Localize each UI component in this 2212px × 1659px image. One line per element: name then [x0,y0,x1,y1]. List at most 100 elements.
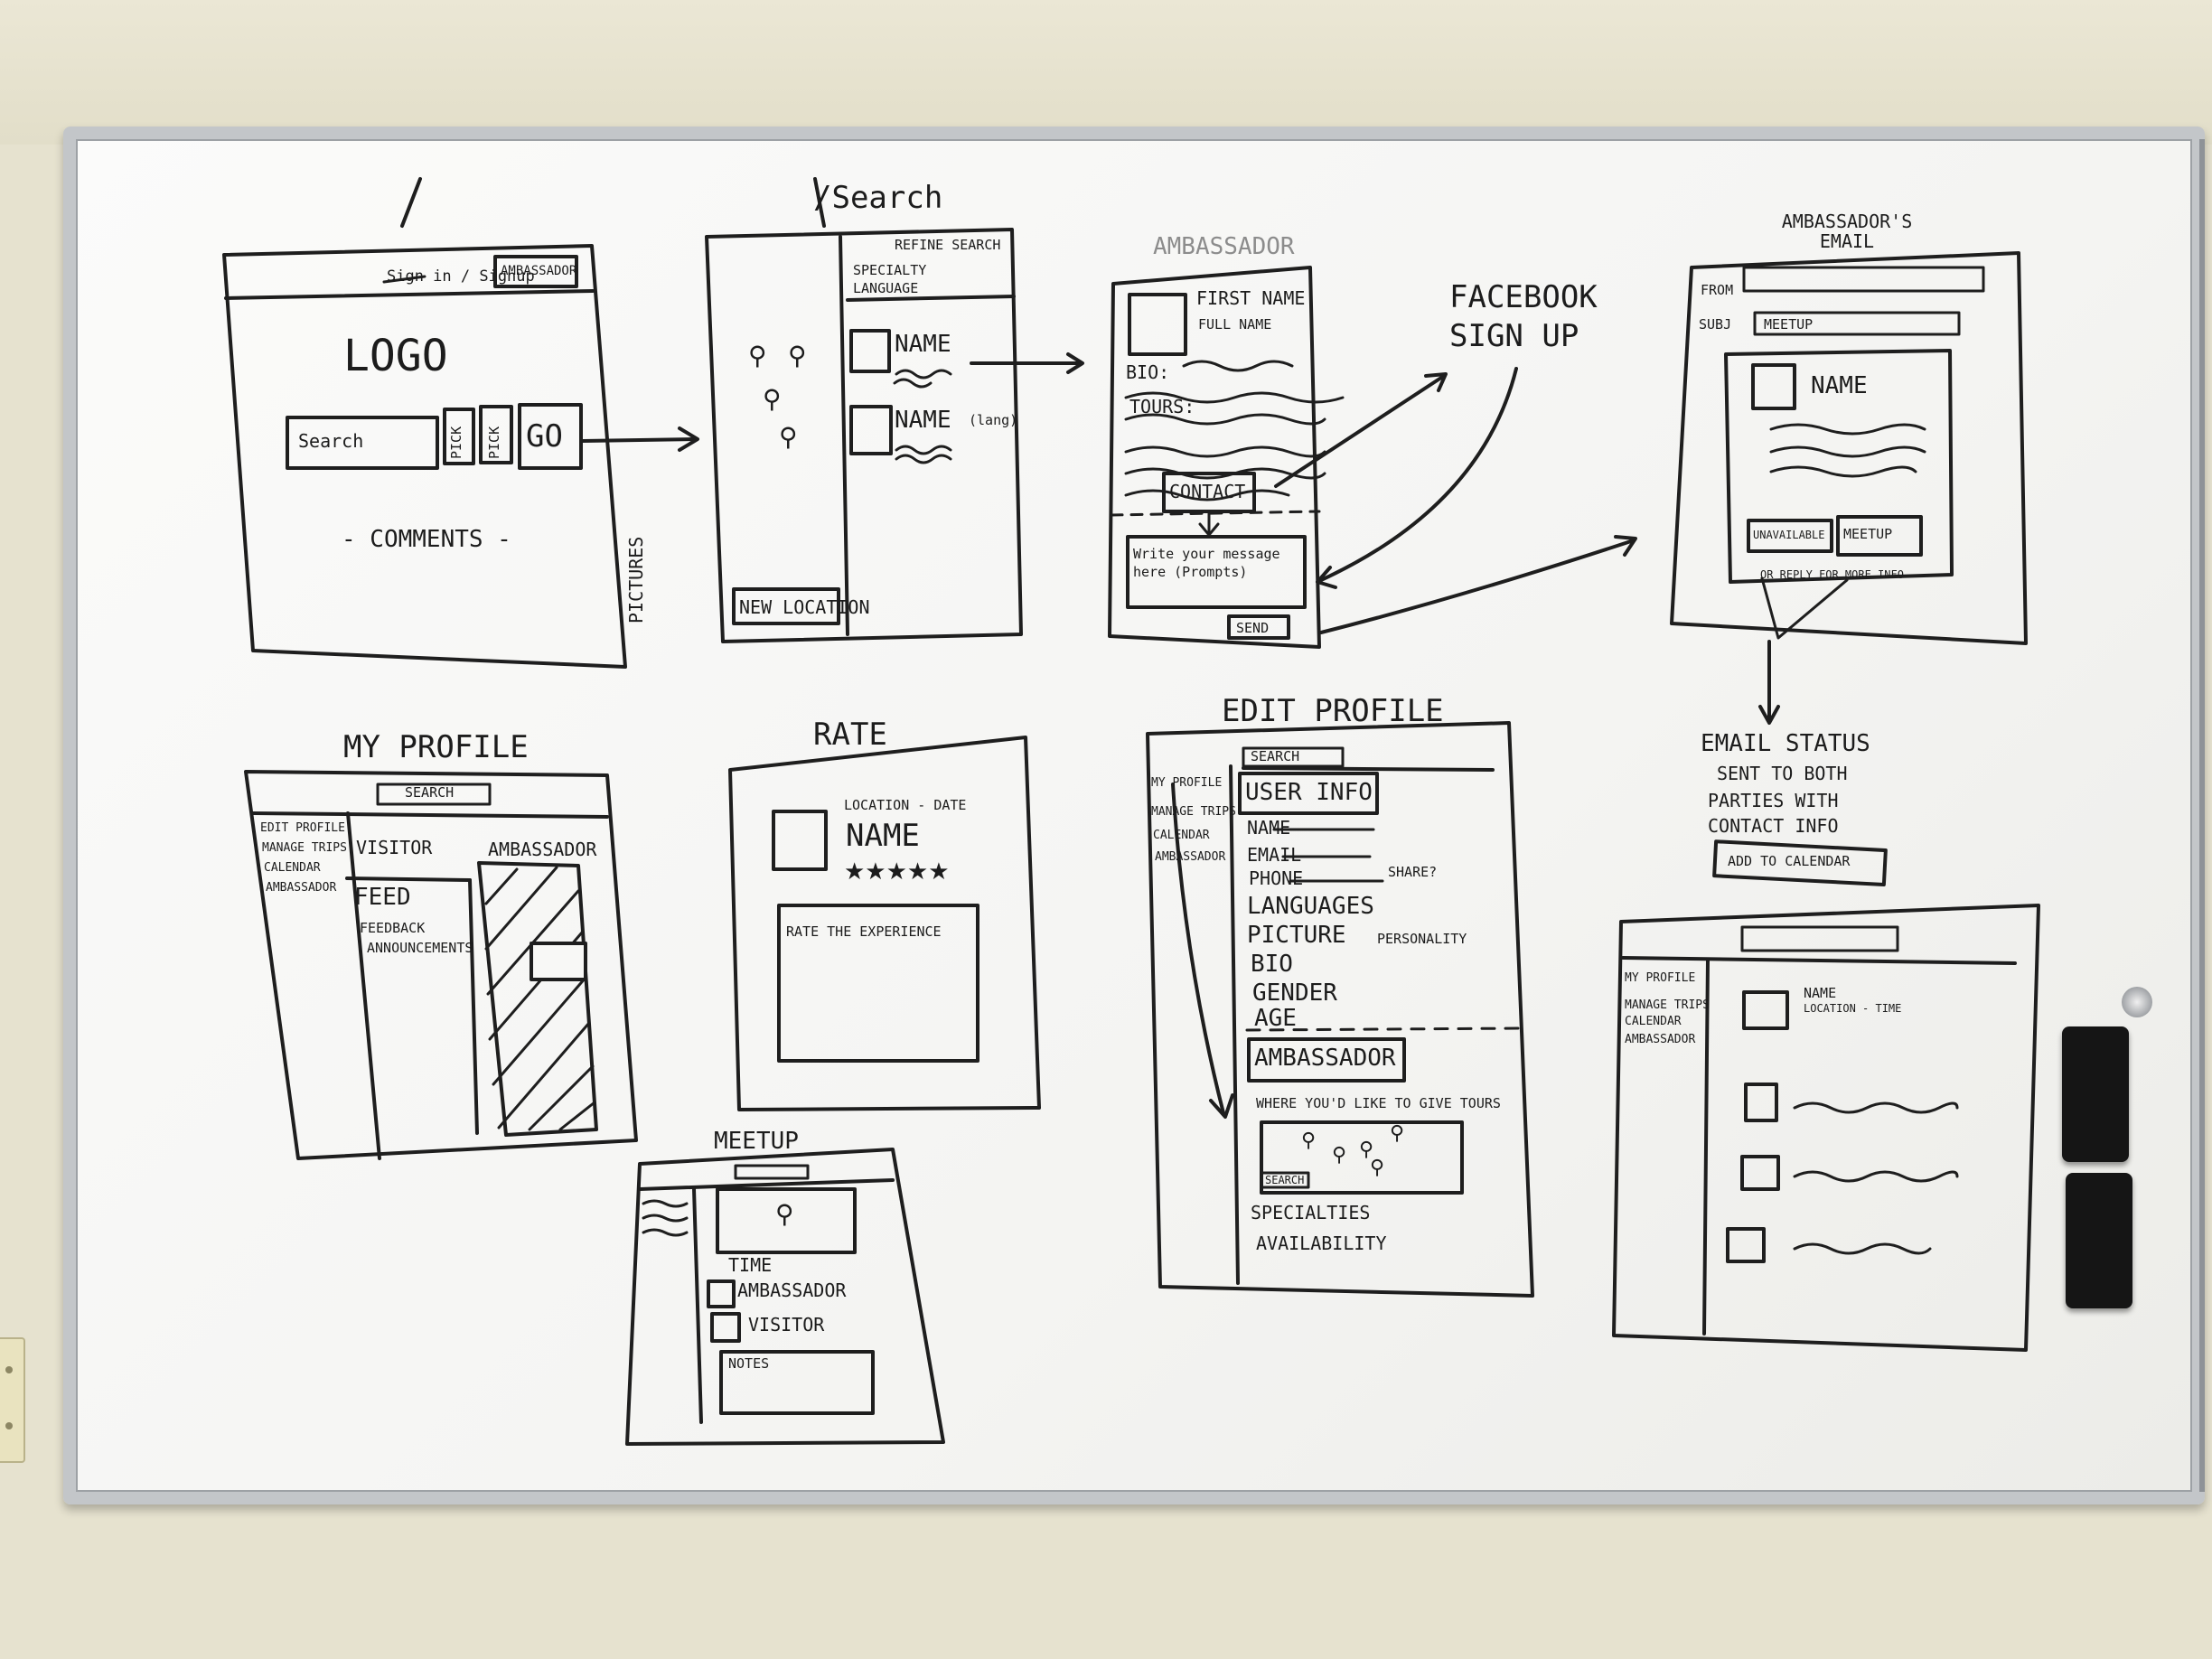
eraser-magnet-bottom [2066,1173,2132,1308]
trips-name: NAME [1804,985,1837,1001]
edit-profile-map-pin-icon: ⚲ [1390,1122,1405,1145]
search-map-pin-icon: ⚲ [763,384,782,414]
my-profile-title: MY PROFILE [343,729,529,765]
search-language-filter[interactable]: LANGUAGE [853,280,919,296]
edit-profile-personality[interactable]: PERSONALITY [1377,931,1467,947]
edit-profile-picture[interactable]: PICTURE [1247,922,1346,949]
edit-profile-gender[interactable]: GENDER [1252,979,1337,1007]
ambassador-send-button[interactable]: SEND [1236,620,1270,636]
add-to-calendar-button[interactable]: ADD TO CALENDAR [1728,853,1851,869]
ambassador-bio-label: BIO: [1126,361,1170,383]
my-profile-announcements: ANNOUNCEMENTS [367,940,473,956]
eraser-magnet-top [2062,1026,2129,1162]
meetup-map-pin-icon: ⚲ [775,1199,794,1229]
home-logo: LOGO [343,331,448,381]
my-profile-sidebar-edit[interactable]: EDIT PROFILE [260,821,345,835]
my-profile-wireframe-lines [244,770,638,1160]
edit-profile-wireframe-lines [1146,721,1534,1298]
ambassador-wireframe-lines [1108,266,1637,649]
edit-profile-map-pin-icon: ⚲ [1301,1129,1317,1152]
my-profile-feedback: FEEDBACK [360,920,426,936]
email-subject-value: MEETUP [1764,316,1814,333]
trips-location-time: LOCATION - TIME [1804,1002,1902,1015]
email-unavailable-button[interactable]: UNAVAILABLE [1753,529,1825,541]
rate-stars[interactable]: ★★★★★ [844,858,950,886]
home-search-input[interactable]: Search [298,430,364,452]
edit-profile-map-search[interactable]: SEARCH [1265,1174,1305,1186]
edit-profile-sidebar-ambassador[interactable]: AMBASSADOR [1155,850,1226,864]
my-profile-ambassador-tab[interactable]: AMBASSADOR [488,839,597,860]
edit-profile-bio[interactable]: BIO [1251,951,1293,978]
email-subject-label: SUBJ [1699,316,1732,333]
home-filter-one[interactable]: PICK [448,426,464,459]
search-map-pin-icon: ⚲ [748,341,767,370]
email-meetup-button[interactable]: MEETUP [1843,526,1893,542]
edit-profile-search[interactable]: SEARCH [1251,748,1300,764]
rate-name: NAME [846,818,920,854]
home-signin-link[interactable]: Sign in / Signup [387,267,535,286]
meetup-visitor-checkbox[interactable]: VISITOR [748,1314,825,1336]
search-new-location-button[interactable]: NEW LOCATION [739,596,870,618]
home-filter-two[interactable]: PICK [486,426,502,459]
rate-experience-label: RATE THE EXPERIENCE [786,923,942,940]
rate-wireframe-lines [728,736,1041,1111]
edit-profile-map-pin-icon: ⚲ [1332,1144,1347,1167]
home-ambassador-button[interactable]: AMBASSADOR [501,264,577,278]
my-profile-search[interactable]: SEARCH [405,784,455,801]
ambassador-tours-label: TOURS: [1129,396,1195,417]
my-profile-sidebar-calendar[interactable]: CALENDAR [264,861,321,875]
search-result-name-one[interactable]: NAME [895,331,951,358]
meetup-title: MEETUP [714,1128,799,1155]
trips-sidebar-ambassador[interactable]: AMBASSADOR [1625,1033,1696,1046]
rate-title: RATE [813,717,887,753]
edit-profile-sidebar-trips[interactable]: MANAGE TRIPS [1151,805,1236,819]
search-specialty-filter[interactable]: SPECIALTY [853,262,927,278]
email-status-line-one: EMAIL STATUS [1701,730,1870,757]
trips-sidebar-manage-trips[interactable]: MANAGE TRIPS [1625,998,1710,1012]
meetup-wireframe-lines [625,1148,945,1446]
edit-profile-sidebar-calendar[interactable]: CALENDAR [1153,829,1210,842]
trips-sidebar-calendar[interactable]: CALENDAR [1625,1015,1682,1028]
search-map-pin-icon: ⚲ [779,422,798,452]
my-profile-feed: FEED [354,884,411,911]
email-page-title: AMBASSADOR'S EMAIL [1781,211,1913,252]
ambassador-message-input[interactable]: Write your message here (Prompts) [1133,546,1280,580]
board-knob [2122,987,2152,1017]
edit-profile-map-pin-icon: ⚲ [1359,1139,1374,1161]
trips-wireframe-lines [1612,904,2040,1352]
edit-profile-name-field[interactable]: NAME [1247,817,1291,839]
facebook-signup: FACEBOOK SIGN UP [1449,279,1598,354]
meetup-ambassador-checkbox[interactable]: AMBASSADOR [737,1279,847,1301]
my-profile-visitor-tab[interactable]: VISITOR [356,837,433,858]
edit-profile-sidebar-my-profile[interactable]: MY PROFILE [1151,776,1223,790]
search-result-name-two[interactable]: NAME [895,407,951,434]
rate-location-date: LOCATION - DATE [844,797,967,813]
edit-profile-specialties[interactable]: SPECIALTIES [1251,1202,1371,1223]
edit-profile-age[interactable]: AGE [1254,1005,1297,1032]
email-reply-note: OR REPLY FOR MORE INFO [1760,568,1904,581]
email-status-line-four: CONTACT INFO [1708,815,1839,837]
home-comments: - COMMENTS - [342,526,511,553]
edit-profile-email-field[interactable]: EMAIL [1247,844,1302,866]
search-refine[interactable]: REFINE SEARCH [895,237,1001,253]
my-profile-sidebar-ambassador[interactable]: AMBASSADOR [266,881,337,895]
edit-profile-user-info: USER INFO [1245,779,1373,806]
edit-profile-languages[interactable]: LANGUAGES [1247,893,1374,920]
email-name: NAME [1811,372,1868,399]
edit-profile-availability[interactable]: AVAILABILITY [1256,1233,1387,1254]
edit-profile-share-checkbox[interactable]: SHARE? [1388,864,1438,880]
home-pictures: PICTURES [625,536,647,623]
ambassador-contact-button[interactable]: CONTACT [1169,481,1246,502]
trips-sidebar-my-profile[interactable]: MY PROFILE [1625,971,1696,985]
wall [0,0,2212,145]
home-go-button[interactable]: GO [526,418,563,455]
email-status-line-three: PARTIES WITH [1708,790,1839,811]
meetup-time: TIME [728,1254,773,1276]
ambassador-page-title: AMBASSADOR [1153,233,1295,260]
search-route-title: /Search [813,180,943,216]
search-map-pin-icon: ⚲ [788,341,807,370]
my-profile-sidebar-trips[interactable]: MANAGE TRIPS [262,841,347,855]
edit-profile-phone-field[interactable]: PHONE [1249,867,1304,889]
meetup-notes-input[interactable]: NOTES [728,1355,770,1372]
